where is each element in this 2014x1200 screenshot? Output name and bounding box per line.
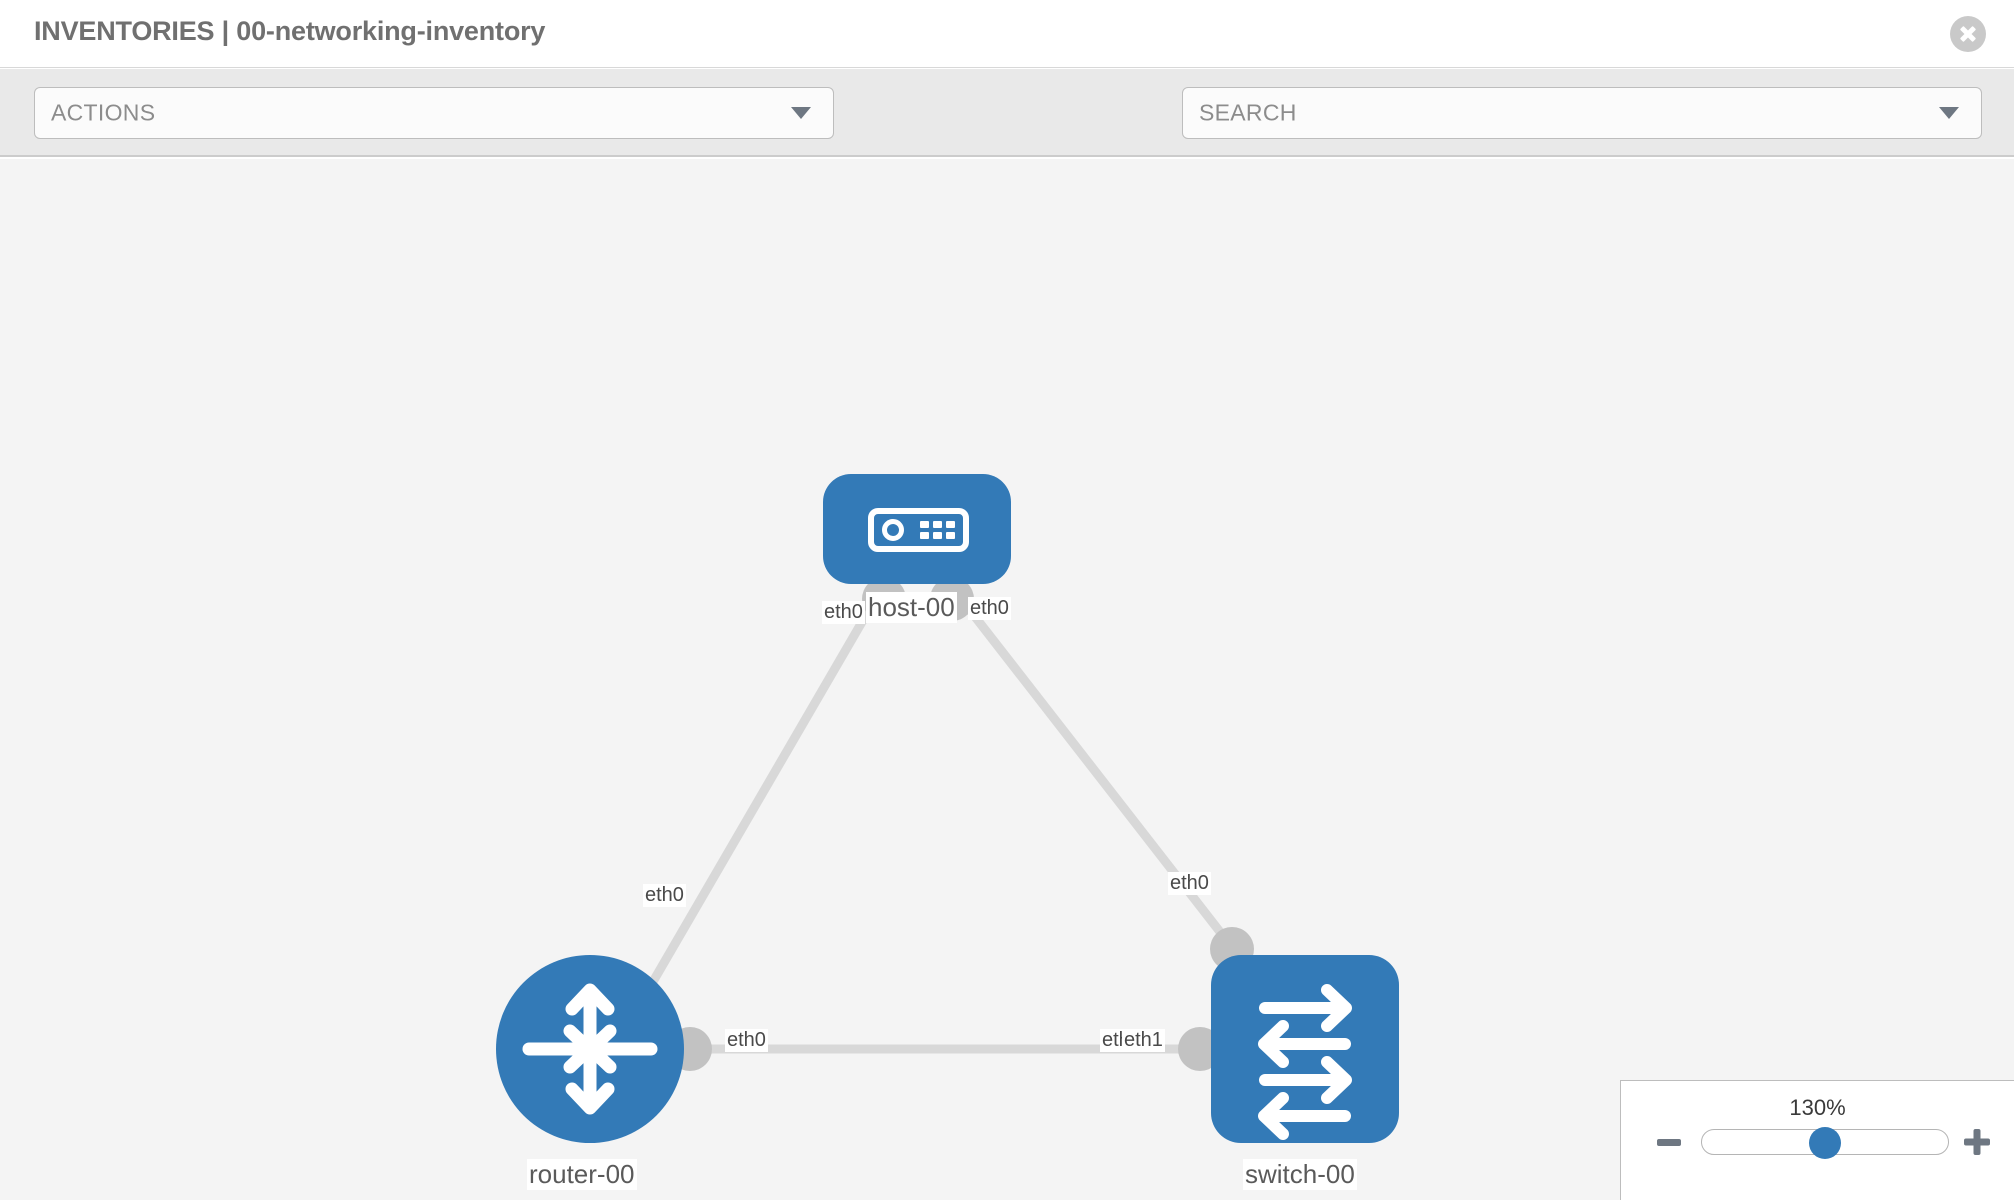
iface-label: eth0 — [1168, 872, 1211, 895]
link-host-switch — [951, 588, 1249, 967]
zoom-out-button[interactable] — [1657, 1139, 1681, 1146]
topology-graph — [496, 474, 1399, 1143]
iface-label: eth0 — [725, 1029, 768, 1052]
search-input-placeholder: SEARCH — [1199, 99, 1297, 126]
close-icon[interactable] — [1950, 16, 1986, 52]
zoom-in-button[interactable] — [1963, 1127, 1991, 1157]
link-host-router — [636, 588, 884, 1007]
node-label-router-00: router-00 — [527, 1159, 637, 1190]
iface-label: eth0 — [643, 884, 686, 907]
actions-dropdown[interactable]: ACTIONS — [34, 87, 834, 139]
node-host-00[interactable] — [823, 474, 1011, 584]
topology-canvas[interactable]: eth0 eth0 eth0 eth0 eth0 eth0 eth1 host-… — [0, 159, 2014, 1200]
iface-label: eth1 — [1122, 1029, 1165, 1052]
node-switch-00[interactable] — [1211, 955, 1399, 1143]
toolbar: ACTIONS SEARCH — [0, 69, 2014, 202]
iface-label: eth0 — [822, 601, 865, 624]
zoom-slider-thumb[interactable] — [1809, 1127, 1841, 1159]
iface-label: eth0 — [968, 597, 1011, 620]
chevron-down-icon — [1939, 107, 1959, 119]
node-label-host-00: host-00 — [866, 592, 957, 623]
page-header: INVENTORIES | 00-networking-inventory — [0, 0, 2014, 68]
zoom-control-panel: 130% — [1620, 1080, 2014, 1200]
actions-dropdown-label: ACTIONS — [51, 99, 156, 126]
search-dropdown[interactable]: SEARCH — [1182, 87, 1982, 139]
page-title: INVENTORIES | 00-networking-inventory — [34, 16, 546, 46]
topology-links — [636, 588, 1249, 1054]
zoom-percent-label: 130% — [1789, 1095, 1846, 1120]
topology-connector-nubs — [668, 577, 1254, 1071]
chevron-down-icon — [791, 107, 811, 119]
node-label-switch-00: switch-00 — [1243, 1159, 1357, 1190]
node-router-00[interactable] — [496, 955, 684, 1143]
